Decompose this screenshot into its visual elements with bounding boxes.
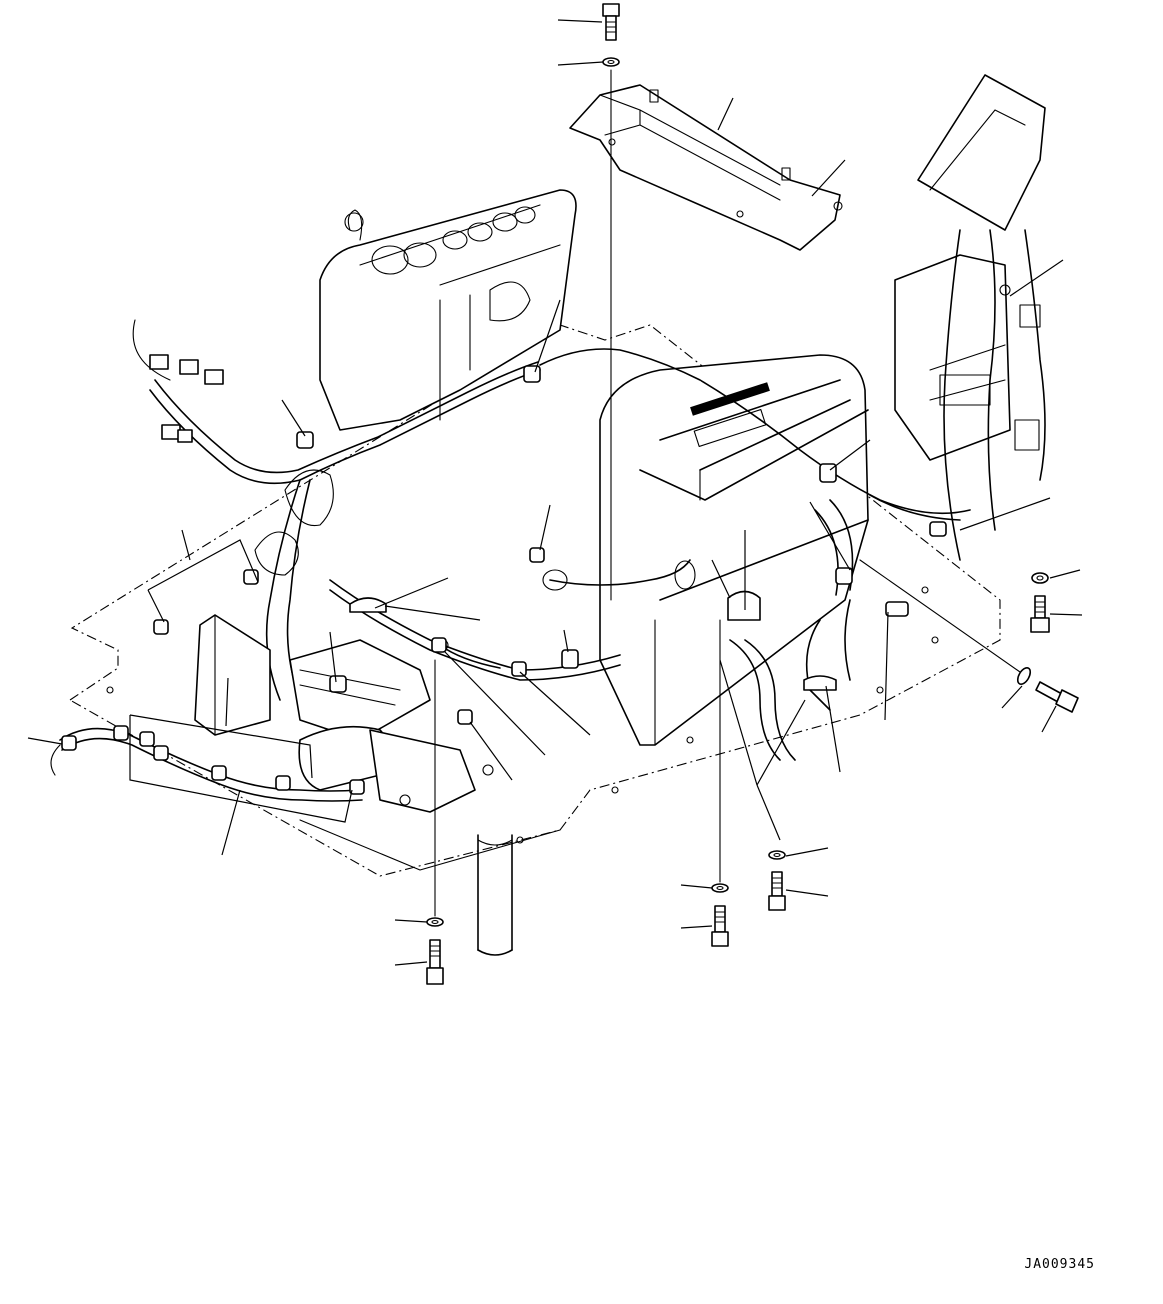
tank — [599, 354, 869, 746]
bolt-right-1 — [1030, 595, 1050, 633]
lower-components — [194, 469, 696, 813]
floor-plate — [68, 324, 1001, 877]
wire-harness — [50, 319, 971, 802]
washer-bottom-left — [426, 917, 444, 927]
bolt-bottom-left — [426, 939, 444, 985]
cover-plate — [569, 84, 843, 251]
electrical-panel — [894, 74, 1046, 561]
washer-right-2 — [1016, 667, 1032, 685]
drawing-id-label: JA009345 — [1024, 1257, 1095, 1272]
fasteners — [426, 3, 1079, 985]
washer-bottom-center — [711, 883, 729, 893]
clamps — [61, 365, 947, 795]
control-valve — [319, 189, 577, 431]
support-pipe — [477, 834, 513, 956]
washer-right-1 — [1031, 572, 1049, 584]
washer-top — [602, 57, 620, 67]
bolt-top — [602, 3, 620, 41]
bolt-right-2 — [1035, 681, 1079, 713]
bolt-bottom-right — [768, 871, 786, 911]
washer-bottom-right — [768, 850, 786, 860]
leader-lines — [27, 19, 1083, 966]
bolt-bottom-center — [711, 905, 729, 947]
